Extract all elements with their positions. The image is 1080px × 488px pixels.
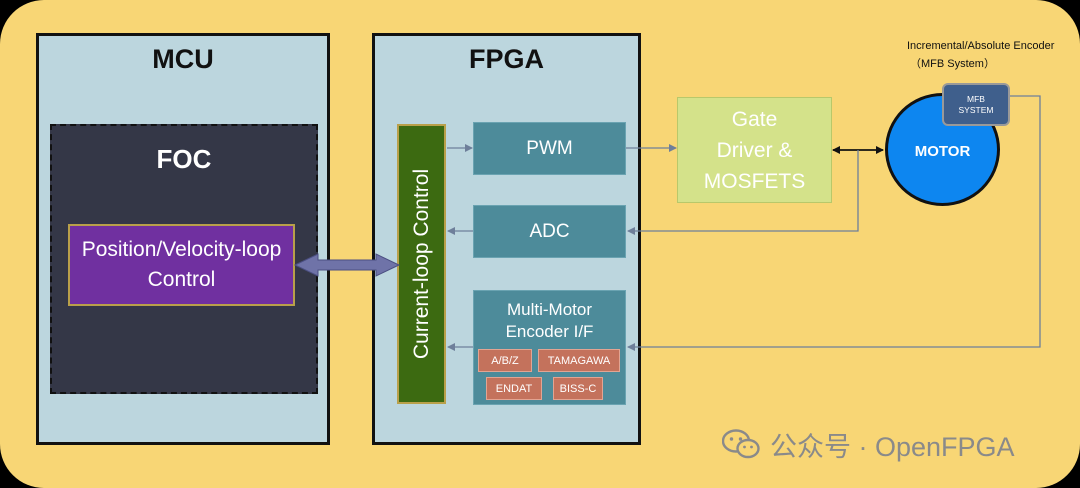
foc-title: FOC	[156, 144, 212, 174]
position-velocity-loop-label: Position/Velocity-loop Control	[81, 238, 282, 291]
mcu-title: MCU	[152, 44, 214, 74]
adc-block: ADC	[473, 205, 626, 258]
gate-driver-label: Gate Driver & MOSFETS	[703, 107, 806, 193]
wechat-icon	[722, 429, 760, 459]
encoder-if-label: Multi-Motor Encoder I/F	[505, 300, 594, 341]
motor-label: MOTOR	[914, 143, 971, 160]
watermark: 公众号 · OpenFPGA	[722, 427, 1015, 462]
arrow-encoder-feedback	[627, 95, 1041, 351]
mcu-fpga-bidirectional-arrow	[293, 253, 401, 277]
arrow-sense-to-adc	[627, 150, 859, 235]
pwm-label: PWM	[526, 137, 573, 159]
fpga-title: FPGA	[468, 44, 544, 74]
chip-abz: A/B/Z	[478, 349, 532, 372]
encoder-label-line1: Incremental/Absolute Encoder	[907, 40, 1055, 52]
mfb-system-label: MFB SYSTEM	[958, 93, 994, 115]
watermark-text: 公众号 · OpenFPGA	[770, 431, 1015, 462]
chip-endat: ENDAT	[486, 377, 542, 400]
chip-biss-c: BISS-C	[553, 377, 603, 400]
position-velocity-loop-control: Position/Velocity-loop Control	[68, 224, 295, 306]
pwm-block: PWM	[473, 122, 626, 175]
adc-label: ADC	[529, 220, 570, 242]
gate-driver-block: Gate Driver & MOSFETS	[677, 97, 832, 203]
encoder-label-line2: （MFB System）	[910, 58, 995, 70]
mfb-system-box: MFB SYSTEM	[942, 83, 1010, 126]
chip-tamagawa: TAMAGAWA	[538, 349, 620, 372]
